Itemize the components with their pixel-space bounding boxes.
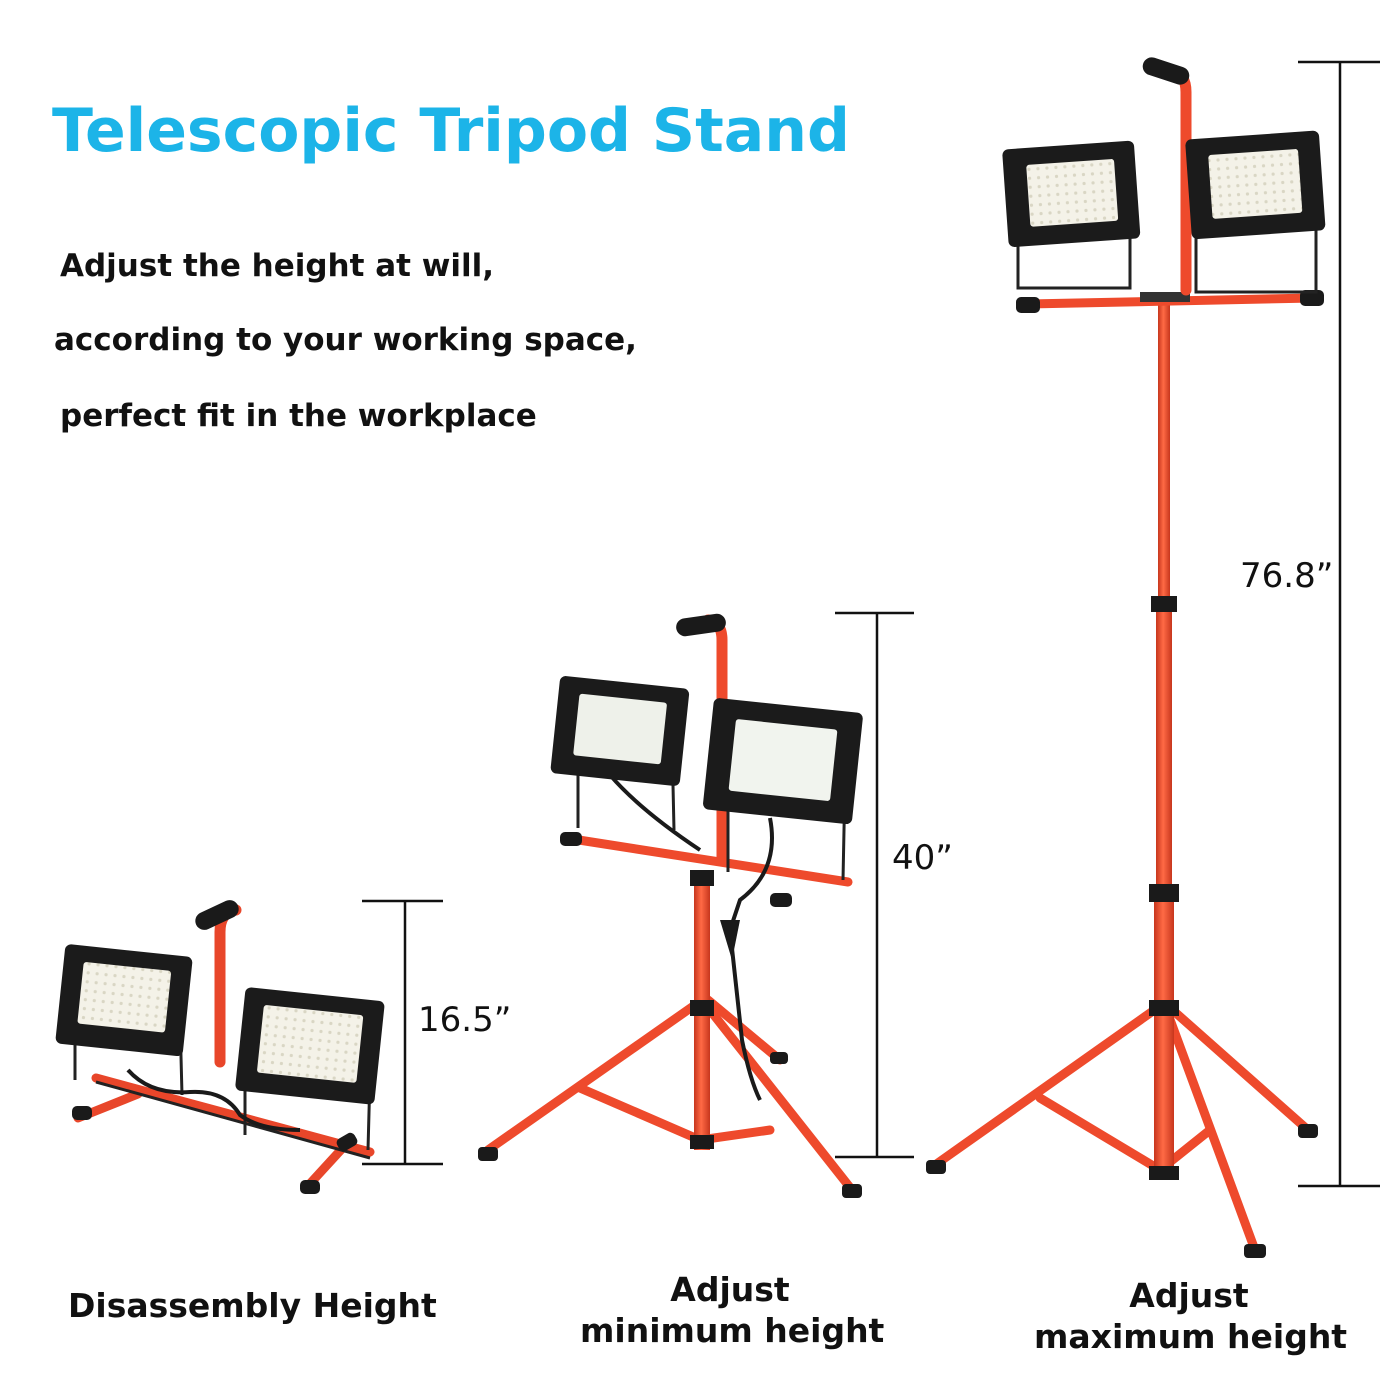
page-title: Telescopic Tripod Stand	[52, 96, 850, 166]
description-line-1: Adjust the height at will,	[60, 248, 495, 284]
caption-minimum-line-1: Adjust	[670, 1270, 790, 1309]
maximum-height-stand	[926, 57, 1326, 1258]
caption-maximum-height: Adjust maximum height	[1034, 1276, 1348, 1356]
caption-minimum-height: Adjust minimum height	[580, 1270, 885, 1350]
disassembled-stand	[55, 900, 385, 1194]
disassembly-height-value: 16.5”	[418, 1000, 512, 1040]
dimension-line-disassembly	[362, 899, 443, 1166]
minimum-height-value: 40”	[892, 838, 953, 878]
maximum-height-value: 76.8”	[1240, 556, 1334, 596]
caption-minimum-line-2: minimum height	[580, 1311, 885, 1350]
minimum-height-stand	[478, 613, 863, 1198]
caption-maximum-line-1: Adjust	[1129, 1276, 1249, 1315]
description-line-2: according to your working space,	[54, 322, 637, 358]
caption-maximum-line-2: maximum height	[1034, 1317, 1348, 1356]
caption-disassembly-height: Disassembly Height	[68, 1286, 437, 1325]
dimension-line-maximum	[1298, 60, 1380, 1188]
description-line-3: perfect fit in the workplace	[60, 398, 537, 434]
dimension-line-minimum	[835, 611, 914, 1159]
